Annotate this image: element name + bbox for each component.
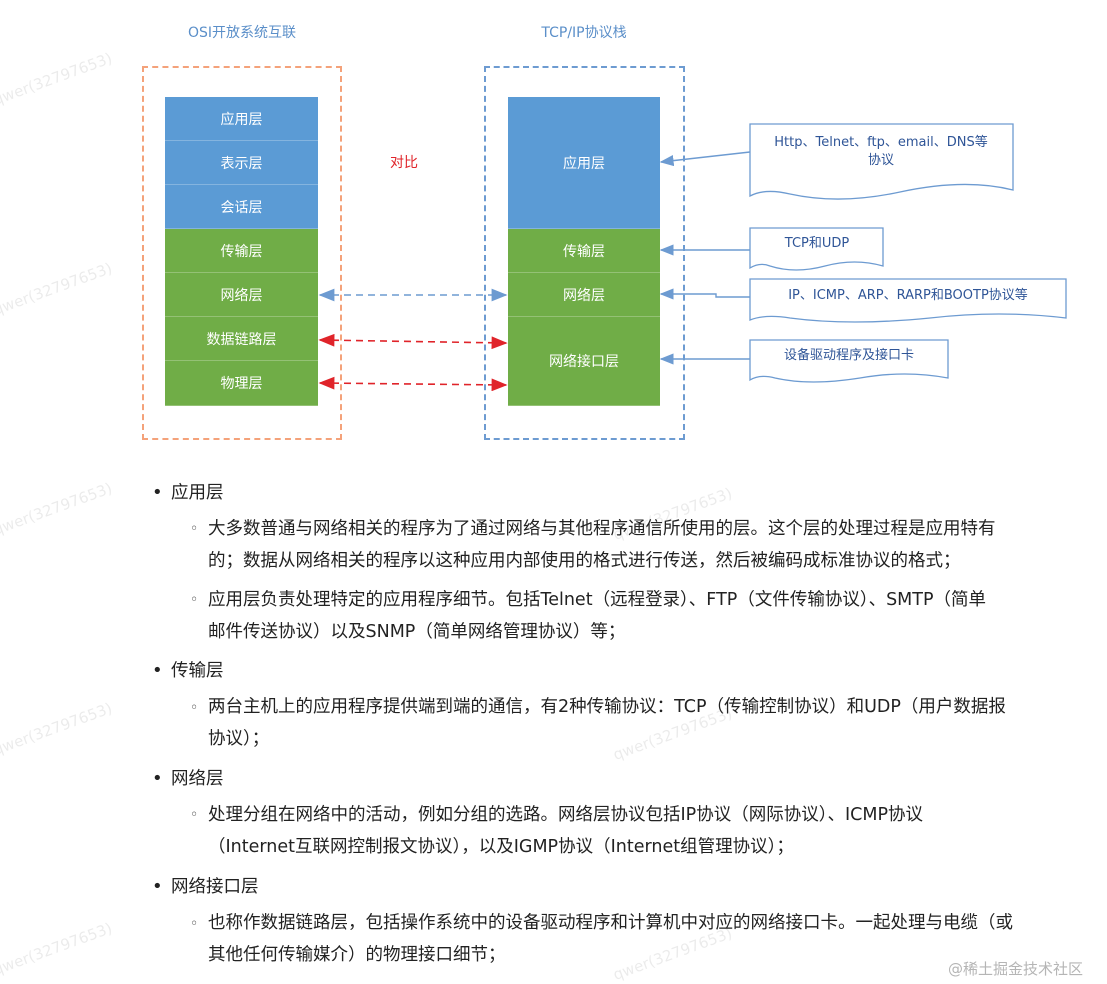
watermark: qwer(32797653) [0,919,115,979]
osi-frame [142,66,342,440]
note-transport-protocols: TCP和UDP [752,232,882,256]
diagram-connectors [318,123,1067,392]
watermark: qwer(32797653) [0,699,115,759]
paragraph-line: 其他任何传输媒介）的物理接口细节； [208,945,506,965]
paragraph-line: （Internet互联网控制报文协议），以及IGMP协议（Internet组管理… [208,837,794,857]
section-title-transport: 传输层 [171,661,224,681]
osi-layer-presentation: 表示层 [165,141,318,185]
bullet: • [152,482,163,503]
watermark: qwer(32797653) [0,479,115,539]
section-title-network-interface: 网络接口层 [171,877,259,897]
bullet: • [152,660,163,681]
sub-bullet: ◦ [190,807,199,823]
note-application-protocols: Http、Telnet、ftp、email、DNS等 协议 [752,130,1010,174]
tcp-layer-application: 应用层 [508,97,660,229]
paragraph-line: 的；数据从网络相关的程序以这种应用内部使用的格式进行传送，然后被编码成标准协议的… [208,551,961,571]
note-shape-transport [749,227,884,271]
paragraph-line: 处理分组在网络中的活动，例如分组的选路。网络层协议包括IP协议（网际协议）、IC… [208,805,923,825]
bullet: • [152,768,163,789]
compare-arrow-physical [318,376,508,392]
osi-layer-physical: 物理层 [165,361,318,406]
note-arrow-internet [659,288,750,300]
note-shape-interface [749,339,949,383]
paragraph-line: 两台主机上的应用程序提供端到端的通信，有2种传输协议：TCP（传输控制协议）和U… [208,697,1006,717]
sub-bullet: ◦ [190,521,199,537]
sub-bullet: ◦ [190,592,199,608]
section-title-application: 应用层 [171,483,224,503]
note-line: 协议 [867,153,894,168]
osi-layer-network: 网络层 [165,273,318,317]
note-line: 设备驱动程序及接口卡 [783,348,914,363]
tcp-layer-transport: 传输层 [508,229,660,273]
section-title-network: 网络层 [171,769,224,789]
tcp-title: TCP/IP协议栈 [541,25,627,41]
compare-arrow-datalink [318,333,508,350]
note-shape-internet [749,278,1067,323]
paragraph-line: 协议）； [208,729,270,749]
compare-label: 对比 [390,155,418,171]
tcp-frame [484,66,685,440]
note-line: TCP和UDP [784,236,850,251]
osi-layer-transport: 传输层 [165,229,318,273]
site-watermark: @稀土掘金技术社区 [948,960,1084,978]
tcp-layer-internet: 网络层 [508,273,660,317]
bullet: • [152,876,163,897]
note-line: Http、Telnet、ftp、email、DNS等 [774,135,988,150]
osi-layer-session: 会话层 [165,185,318,229]
tcp-layer-network-interface: 网络接口层 [508,317,660,406]
paragraph-line: 大多数普通与网络相关的程序为了通过网络与其他程序通信所使用的层。这个层的处理过程… [208,519,996,539]
osi-layer-datalink: 数据链路层 [165,317,318,361]
osi-title: OSI开放系统互联 [187,25,297,41]
paragraph-line: 应用层负责处理特定的应用程序细节。包括Telnet（远程登录）、FTP（文件传输… [208,590,987,610]
sub-bullet: ◦ [190,916,199,932]
note-interface-devices: 设备驱动程序及接口卡 [752,344,946,368]
paragraph-line: 也称作数据链路层，包括操作系统中的设备驱动程序和计算机中对应的网络接口卡。一起处… [208,913,1013,933]
note-line: IP、ICMP、ARP、RARP和BOOTP协议等 [788,288,1028,303]
osi-layer-application: 应用层 [165,97,318,141]
sub-bullet: ◦ [190,700,199,716]
note-arrow-application [659,151,751,167]
paragraph-line: 邮件传送协议）以及SNMP（简单网络管理协议）等； [208,622,626,642]
note-internet-protocols: IP、ICMP、ARP、RARP和BOOTP协议等 [752,284,1064,308]
note-shape-application [749,123,1014,200]
